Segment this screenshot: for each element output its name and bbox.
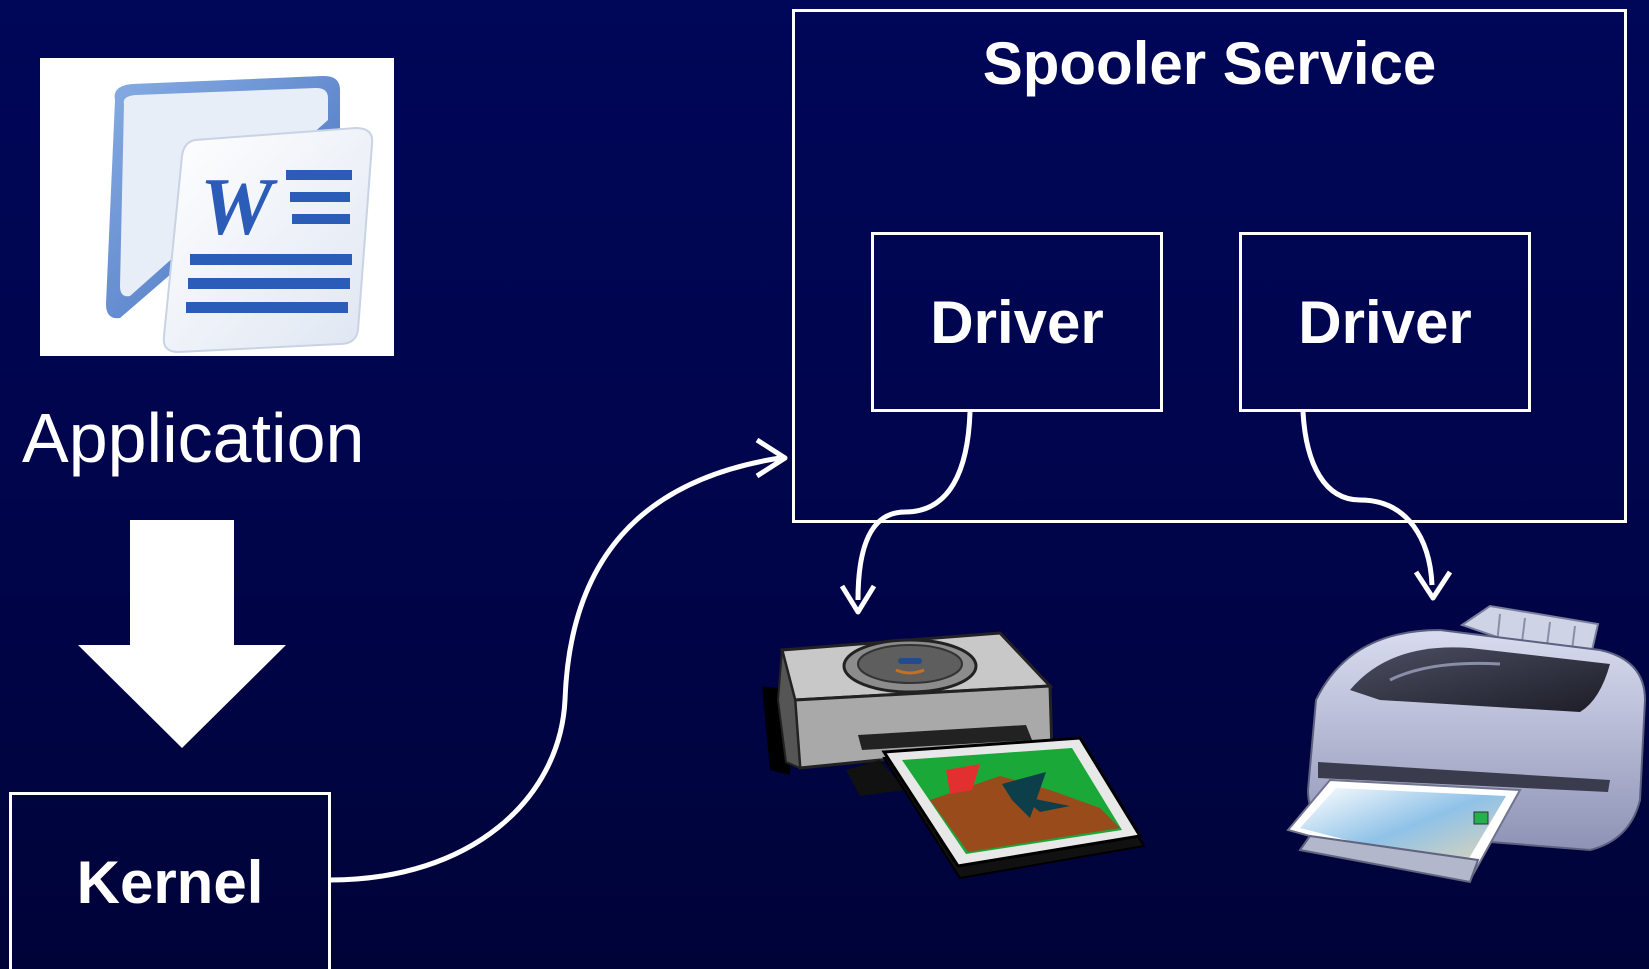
kernel-to-spooler-connector (329, 455, 781, 883)
driver-label: Driver (930, 288, 1104, 356)
driver-left-connector (855, 411, 973, 601)
kernel-label: Kernel (76, 848, 264, 916)
application-label: Application (22, 399, 365, 477)
arrowhead-icon (1413, 570, 1453, 601)
word-document-icon: W (40, 58, 394, 356)
kernel-box: Kernel (9, 792, 331, 969)
spooler-service-title: Spooler Service (982, 30, 1437, 97)
svg-text:W: W (200, 161, 278, 252)
spooler-service-box: Spooler Service (792, 9, 1627, 523)
driver-box-left: Driver (871, 232, 1163, 412)
driver-box-right: Driver (1239, 232, 1531, 412)
arrowhead-icon (755, 437, 788, 479)
down-arrow-icon (78, 520, 286, 748)
driver-label: Driver (1298, 288, 1472, 356)
driver-right-connector (1300, 411, 1435, 586)
arrowhead-icon (839, 584, 877, 615)
